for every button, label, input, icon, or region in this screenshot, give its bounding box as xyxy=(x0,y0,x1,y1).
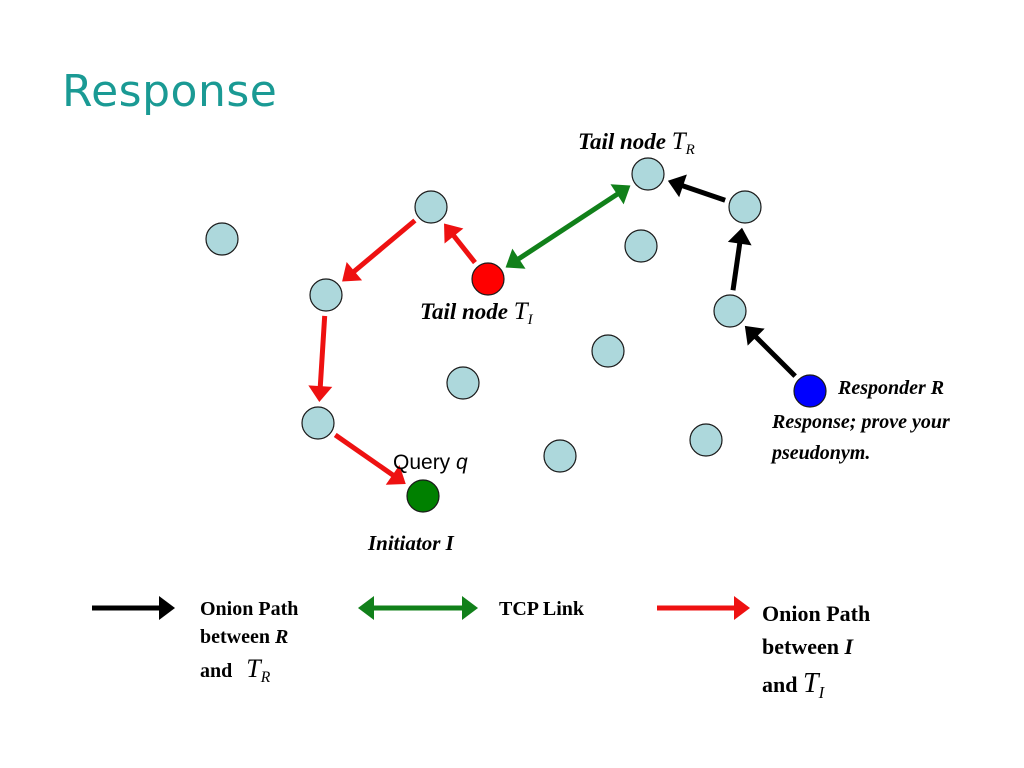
node-n3 xyxy=(309,278,343,312)
edge-tcp-tail-r-to-tail-i-tail-head xyxy=(610,184,631,205)
edge-black-responder-to-n13-head xyxy=(744,325,765,346)
node-n1 xyxy=(205,222,239,256)
edge-red-tail-i-to-n2-shaft xyxy=(451,233,477,265)
legend-black-line2: between R xyxy=(200,623,298,651)
node-n2 xyxy=(414,190,448,224)
node-n12 xyxy=(689,423,723,457)
legend-black-line1: Onion Path xyxy=(200,598,299,620)
legend-red-line2: between I xyxy=(762,630,870,663)
tail-node-r-symbol: TR xyxy=(671,128,695,159)
legend-black-var: R xyxy=(274,626,289,648)
legend-black-sym: T xyxy=(246,654,261,683)
node-n11 xyxy=(543,439,577,473)
legend-red-line3: and TI xyxy=(762,663,870,705)
legend-red-var: I xyxy=(844,634,854,659)
legend-green-label: TCP Link xyxy=(499,598,585,620)
legend-black-between: between xyxy=(200,626,275,648)
response-text-line1: Response; prove your xyxy=(772,411,950,433)
node-n7 xyxy=(624,229,658,263)
node-n10 xyxy=(446,366,480,400)
node-initiator xyxy=(406,479,440,513)
tail-node-i-text: Tail node xyxy=(420,299,514,324)
edge-black-responder-to-n13-shaft xyxy=(753,334,797,378)
node-tail-i xyxy=(471,262,505,296)
legend-red-sub: I xyxy=(818,682,825,702)
legend-green-arrow-head xyxy=(462,596,478,620)
legend-red-symbol: TI xyxy=(802,668,825,702)
legend-red-line1: Onion Path xyxy=(762,601,871,626)
legend-black-and: and xyxy=(200,660,233,682)
edge-red-n3-to-n4-shaft xyxy=(317,315,328,388)
edge-red-n3-to-n4-head xyxy=(308,385,333,403)
edge-black-n6-to-tail-r-head xyxy=(667,174,687,198)
tail-node-r-label: Tail node TR xyxy=(578,128,695,159)
legend-red-arrow-head xyxy=(734,596,750,620)
legend-red-label: Onion Path between I and TI xyxy=(762,597,870,705)
edge-black-n13-to-n6-head xyxy=(727,227,752,246)
legend-red-sym: T xyxy=(802,668,819,699)
tail-i-sub: I xyxy=(527,312,533,329)
edge-red-n2-to-n3-head xyxy=(342,262,363,282)
tail-r-sym: T xyxy=(671,128,686,155)
legend-red-and: and xyxy=(762,672,803,697)
node-n4 xyxy=(301,406,335,440)
tail-i-sym: T xyxy=(513,298,528,325)
edge-tcp-tail-r-to-tail-i-shaft xyxy=(516,191,620,262)
edge-red-n4-to-initiator-shaft xyxy=(333,432,396,478)
tail-node-r-text: Tail node xyxy=(578,129,672,154)
edge-red-n2-to-n3-shaft xyxy=(351,218,417,275)
query-text: Query xyxy=(393,451,457,474)
legend-black-line3: and TR xyxy=(200,651,298,687)
node-n6 xyxy=(728,190,762,224)
query-variable: q xyxy=(456,451,468,474)
node-n13 xyxy=(713,294,747,328)
tail-node-i-label: Tail node TI xyxy=(420,298,533,329)
query-label: Query q xyxy=(393,451,468,475)
legend-black-label: Onion Path between R and TR xyxy=(200,595,298,687)
node-responder xyxy=(793,374,827,408)
legend-black-sub: R xyxy=(260,669,271,687)
responder-label: Responder R xyxy=(838,377,945,399)
node-n9 xyxy=(591,334,625,368)
legend-black-arrow-head xyxy=(159,596,175,620)
tail-node-i-symbol: TI xyxy=(513,298,533,329)
edge-tcp-tail-r-to-tail-i-head xyxy=(505,248,526,269)
response-text-line2: pseudonym. xyxy=(772,442,871,464)
edge-black-n6-to-tail-r-shaft xyxy=(680,183,726,203)
edge-red-n4-to-initiator-head xyxy=(385,465,406,485)
legend-green-arrow-tail-head xyxy=(358,596,374,620)
edge-black-n13-to-n6-shaft xyxy=(730,241,743,291)
legend-red-between: between xyxy=(762,634,845,659)
slide-title: Response xyxy=(62,66,278,117)
node-tail-r xyxy=(631,157,665,191)
legend-black-symbol: TR xyxy=(246,654,271,687)
initiator-label: Initiator I xyxy=(368,531,454,555)
edge-red-tail-i-to-n2-head xyxy=(444,223,464,244)
tail-r-sub: R xyxy=(685,142,695,159)
